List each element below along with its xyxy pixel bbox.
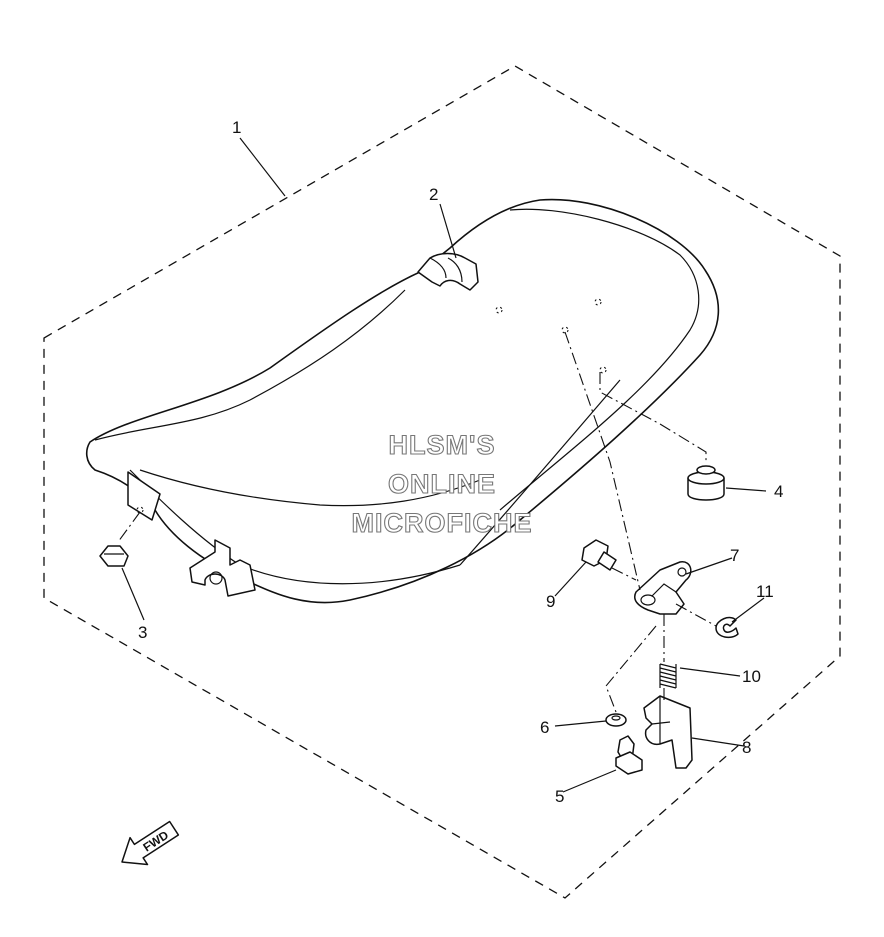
bolt-part-5[interactable] — [615, 735, 643, 775]
callout-7: 7 — [730, 546, 739, 565]
seat-assembly[interactable] — [85, 198, 720, 604]
callout-8: 8 — [742, 738, 751, 757]
bolt-part-9[interactable] — [581, 539, 617, 571]
watermark-line-3: MICROFICHE — [352, 508, 533, 538]
watermark: HLSM'S ONLINE MICROFICHE — [351, 429, 533, 538]
callout-1: 1 — [232, 118, 241, 137]
callout-6: 6 — [540, 718, 549, 737]
fwd-arrow-icon: FWD — [121, 820, 180, 866]
assembly-lines — [117, 331, 717, 713]
callout-9: 9 — [546, 592, 555, 611]
strap-holder-part[interactable] — [417, 252, 479, 291]
callout-10: 10 — [742, 667, 761, 686]
assembly-boundary — [43, 65, 841, 899]
watermark-line-1: HLSM'S — [389, 430, 496, 460]
watermark-line-2: ONLINE — [388, 469, 496, 499]
damper-part-4[interactable] — [687, 465, 725, 501]
clip-part-11[interactable] — [715, 616, 739, 639]
leader-lines — [121, 137, 767, 793]
callout-5: 5 — [555, 787, 564, 806]
hook-part-8[interactable] — [643, 695, 693, 769]
damper-part-3[interactable] — [99, 545, 129, 567]
callout-11: 11 — [756, 582, 774, 601]
callout-4: 4 — [774, 482, 783, 501]
spring-part-10[interactable] — [659, 663, 677, 689]
washer-part-6[interactable] — [605, 713, 627, 727]
callout-2: 2 — [429, 185, 438, 204]
lock-plate-part[interactable] — [634, 561, 692, 615]
callout-3: 3 — [138, 623, 147, 642]
